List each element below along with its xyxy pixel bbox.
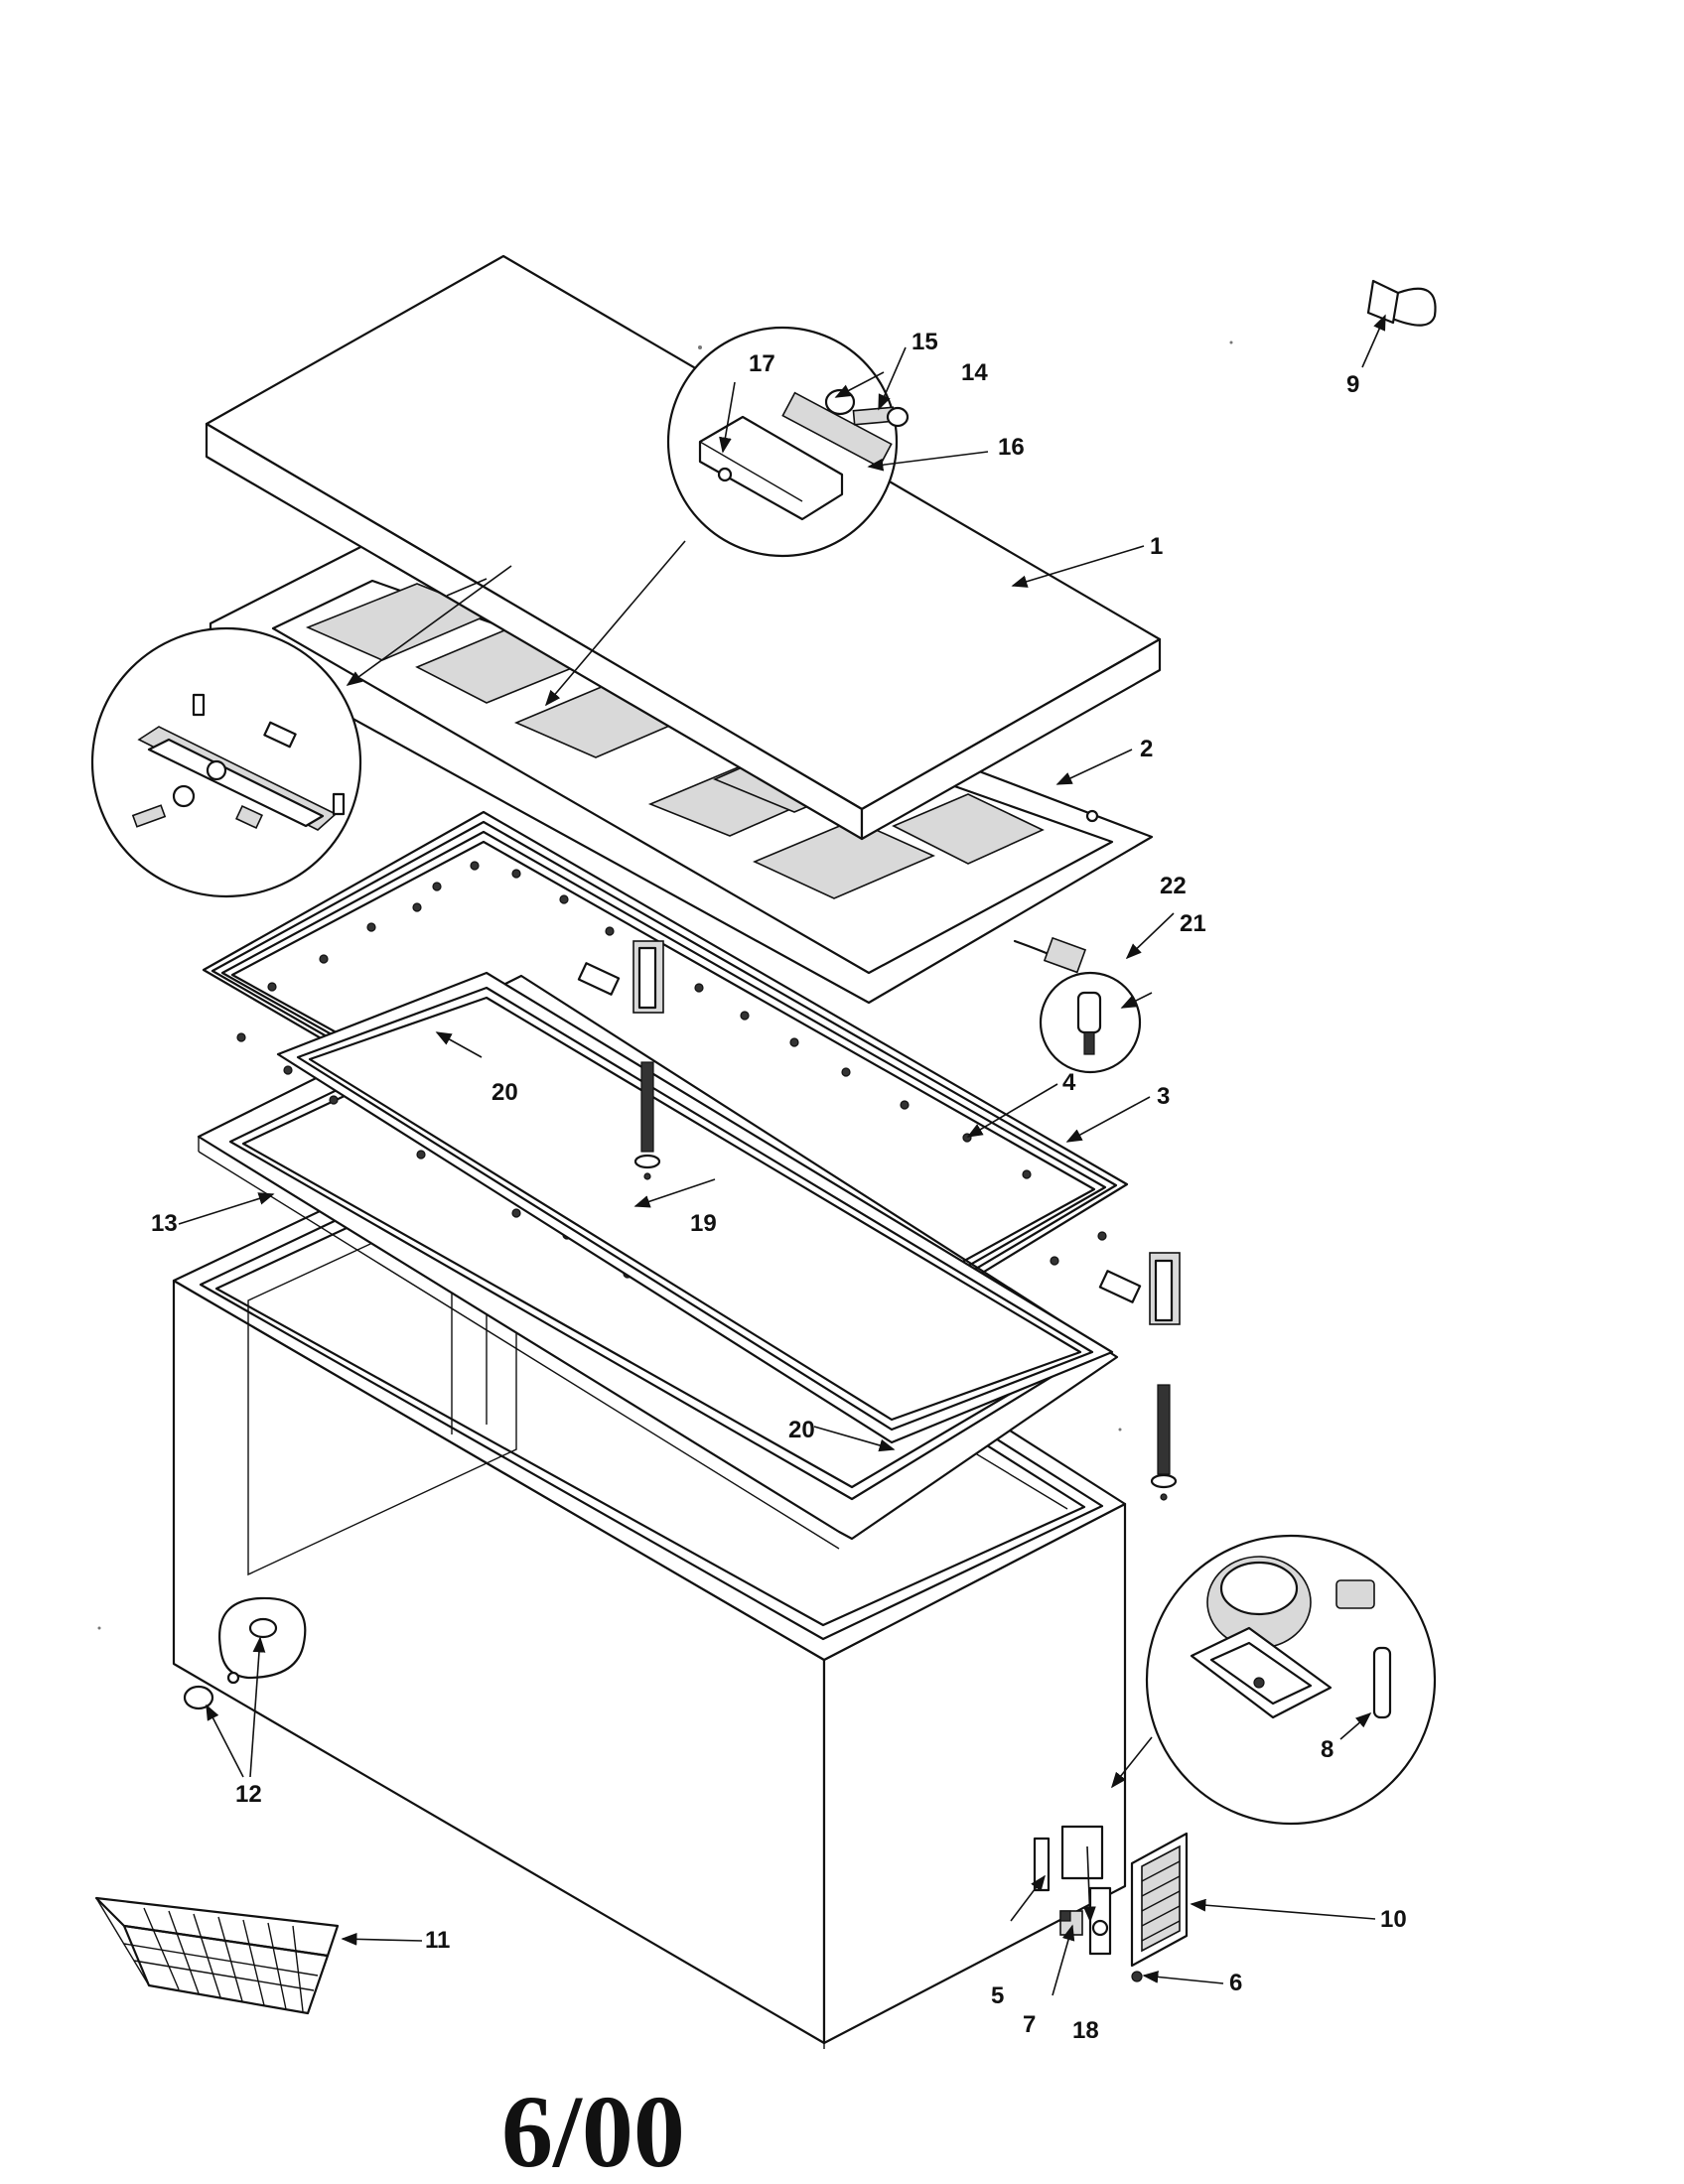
callout-6: 6 (1229, 1970, 1242, 1996)
callout-22: 22 (1160, 873, 1187, 899)
callout-13: 13 (151, 1210, 178, 1237)
callout-17: 17 (749, 350, 775, 377)
callout-16: 16 (998, 434, 1025, 461)
callout-21: 21 (1180, 910, 1206, 937)
callout-7: 7 (1023, 2011, 1036, 2038)
storage-basket-part-11 (94, 1896, 340, 2015)
hinge-right (1098, 1252, 1181, 1501)
callout-18: 18 (1072, 2017, 1099, 2044)
callout-12: 12 (235, 1781, 262, 1808)
callout-14: 14 (961, 359, 988, 386)
drain-plug-part-12 (183, 1596, 307, 1710)
callout-1: 1 (1150, 533, 1163, 560)
callout-3: 3 (1157, 1083, 1170, 1110)
power-cord-parts-21-22 (1013, 936, 1142, 1074)
lid-handle-detail-circle (90, 626, 362, 898)
callout-10: 10 (1380, 1906, 1407, 1933)
lid-part-1 (205, 254, 1162, 841)
clamp-part-9 (1366, 279, 1437, 327)
callout-20-upper: 20 (491, 1079, 518, 1106)
callout-4: 4 (1062, 1069, 1076, 1096)
date-code: 6/00 (501, 2075, 685, 2184)
lid-lock-detail-circle (666, 326, 910, 558)
callout-11: 11 (425, 1927, 450, 1954)
callout-5: 5 (991, 1982, 1004, 2009)
hinge-left (577, 940, 664, 1180)
callout-9: 9 (1346, 371, 1359, 398)
callout-20-lower: 20 (788, 1417, 815, 1443)
leader-lines (178, 314, 1386, 1996)
compressor-detail-circle (1145, 1534, 1437, 1826)
callout-15: 15 (912, 329, 938, 355)
callout-8: 8 (1321, 1736, 1333, 1763)
callout-2: 2 (1140, 736, 1153, 762)
inner-liner-parts-19-20 (276, 971, 1114, 1444)
compressor-cover-grille-part-10 (1130, 1832, 1189, 1982)
callout-19: 19 (690, 1210, 717, 1237)
